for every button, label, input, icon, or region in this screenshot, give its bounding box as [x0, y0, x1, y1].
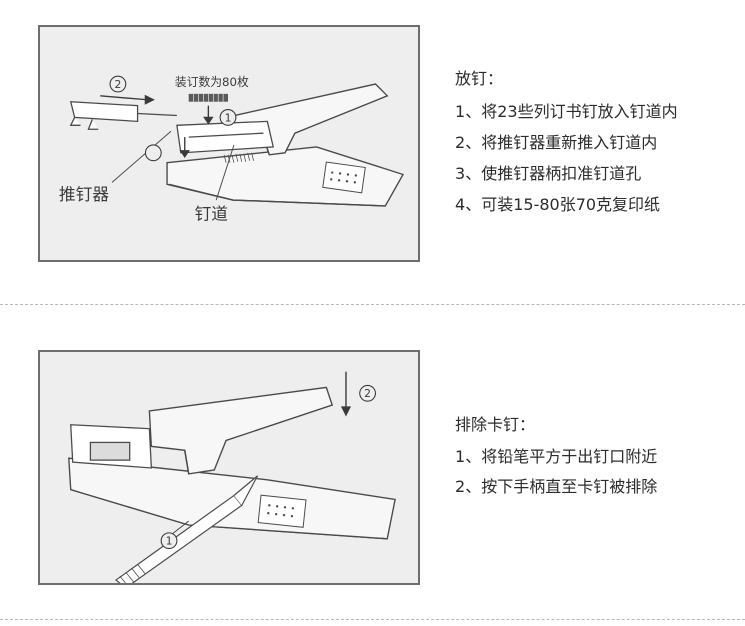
step-item: 1将铅笔平方于出钉口附近 [455, 442, 657, 472]
callout-circles [109, 75, 237, 162]
callout-1: 1 [166, 535, 173, 548]
callout-circles [160, 384, 377, 550]
step-item: 2将推钉器重新推入钉道内 [455, 127, 678, 158]
stapler-handle-shape [148, 386, 334, 475]
section-divider [0, 304, 745, 305]
sticker-dots [330, 171, 358, 184]
steps-list: 1将23些列订书钉放入钉道内 2将推钉器重新推入钉道内 3使推钉器柄扣准钉道孔 … [455, 96, 678, 220]
step-item: 3使推钉器柄扣准钉道孔 [455, 158, 678, 189]
base-sticker [257, 494, 307, 528]
staple-channel-shape [176, 120, 275, 154]
hook-arrow [179, 137, 190, 159]
load-staples-illustration: 2 1 装订数为80枚 推钉器 钉道 [38, 25, 420, 262]
steps-list: 1将铅笔平方于出钉口附近 2按下手柄直至卡钉被排除 [455, 442, 657, 502]
callout-2: 2 [114, 78, 121, 91]
base-sticker [322, 161, 366, 194]
section-title: 排除卡钉： [455, 415, 536, 434]
insert-arrow [203, 105, 214, 125]
front-block-shape [70, 424, 153, 469]
press-arrow [340, 371, 352, 417]
step-item: 4可装15-80张70克复印纸 [455, 189, 678, 220]
leader-lines [170, 520, 189, 536]
section-clear-jam: 2 1 排除卡钉： 1将铅笔平方于出钉口附近 2按下手柄直至卡钉被排除 [0, 304, 745, 614]
section-divider [0, 619, 745, 620]
pusher-shape [69, 101, 177, 130]
callout-2: 2 [364, 387, 371, 400]
pusher-label: 推钉器 [59, 184, 109, 204]
staple-strip-lines [193, 93, 224, 102]
step-item: 2按下手柄直至卡钉被排除 [455, 472, 657, 502]
stapler-jam-diagram: 2 1 [68, 371, 396, 583]
step-item: 1将23些列订书钉放入钉道内 [455, 96, 678, 127]
sticker-dots [267, 504, 295, 518]
stapler-loading-diagram: 2 1 装订数为80枚 推钉器 钉道 [59, 75, 405, 224]
pencil-grip-lines [119, 564, 146, 583]
channel-label: 钉道 [195, 204, 229, 224]
stapler-base-shape [166, 146, 405, 207]
callout-1: 1 [225, 111, 232, 124]
clear-jam-instructions: 排除卡钉： 1将铅笔平方于出钉口附近 2按下手柄直至卡钉被排除 [455, 408, 657, 502]
capacity-label: 装订数为80枚 [175, 75, 249, 89]
channel-spring [223, 152, 254, 163]
push-arrow [100, 94, 155, 105]
leader-lines [111, 130, 235, 201]
pencil-shape [114, 475, 259, 583]
section-title: 放钉： [455, 69, 504, 88]
section-load-staples: 2 1 装订数为80枚 推钉器 钉道 放钉： 1将23些列订书钉放入钉道内 2将… [0, 0, 745, 300]
load-staples-instructions: 放钉： 1将23些列订书钉放入钉道内 2将推钉器重新推入钉道内 3使推钉器柄扣准… [455, 62, 678, 220]
clear-jam-illustration: 2 1 [38, 350, 420, 585]
